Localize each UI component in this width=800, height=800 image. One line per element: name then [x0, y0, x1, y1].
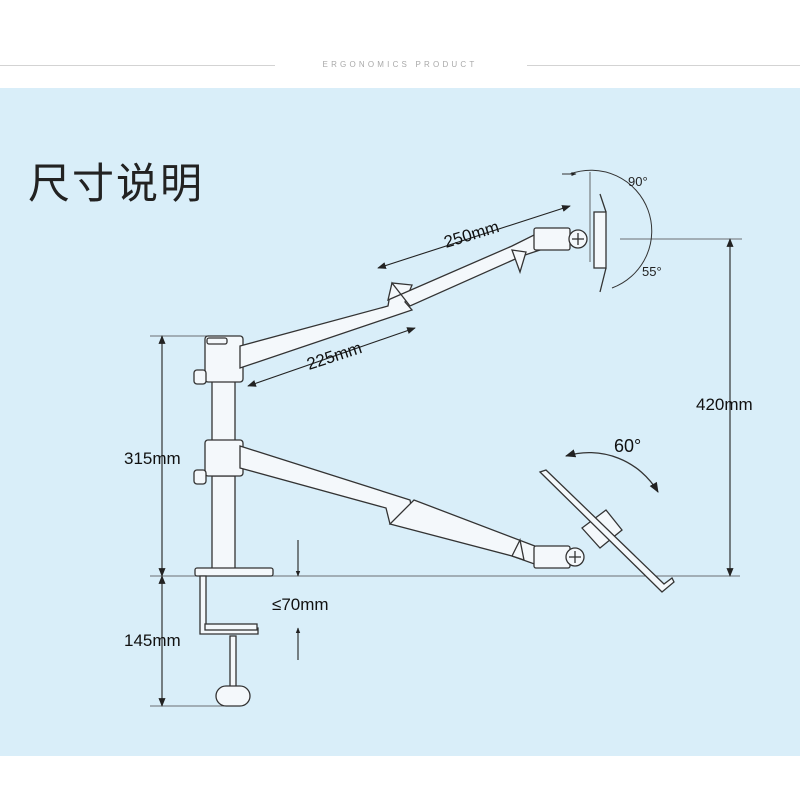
dim-arrow-lower-arm — [247, 327, 416, 387]
clamp-screw — [229, 635, 237, 691]
clamp-jaw — [204, 623, 258, 631]
dim-arrow-upper-arm — [377, 205, 571, 269]
clamp-top-plate — [194, 567, 274, 577]
label-vertical-span: 420mm — [696, 395, 753, 414]
lower-arm — [239, 445, 675, 593]
laptop-tray — [538, 469, 675, 593]
label-tray-rotation: 60° — [614, 436, 641, 456]
brand-tagline: ERGONOMICS PRODUCT — [322, 60, 478, 69]
label-clamp-thickness: ≤70mm — [272, 595, 329, 614]
upper-knob — [193, 369, 207, 385]
diagram-panel — [0, 88, 800, 756]
header-rule-left — [0, 65, 275, 66]
vesa-plate — [593, 211, 607, 269]
page-header: ERGONOMICS PRODUCT — [0, 0, 800, 88]
tilt-arc — [569, 169, 653, 289]
tray-rotation-arc — [565, 449, 659, 493]
pole-lower — [211, 475, 236, 571]
lower-knob — [193, 469, 207, 485]
label-upper-arm-length: 250mm — [442, 217, 502, 252]
pole-upper — [211, 377, 236, 443]
lower-arm-segment-1 — [239, 445, 415, 525]
label-clamp-height: 145mm — [124, 631, 181, 650]
lower-head-block — [533, 545, 571, 569]
page-footer — [0, 756, 800, 800]
label-tilt-up: 90° — [628, 174, 648, 189]
upper-arm — [239, 193, 607, 369]
clamp-handle — [215, 685, 251, 707]
pole-assembly — [193, 335, 274, 707]
upper-arm-tension-tab — [511, 249, 527, 275]
page-title: 尺寸说明 — [28, 159, 205, 208]
label-tilt-down: 55° — [642, 264, 662, 279]
collar-cap — [206, 337, 228, 345]
lower-arm-tension-tab — [511, 538, 525, 561]
lower-collar — [204, 439, 244, 477]
upper-head-block — [533, 227, 571, 251]
label-pole-height: 315mm — [124, 449, 181, 468]
header-rule-right — [527, 65, 800, 66]
